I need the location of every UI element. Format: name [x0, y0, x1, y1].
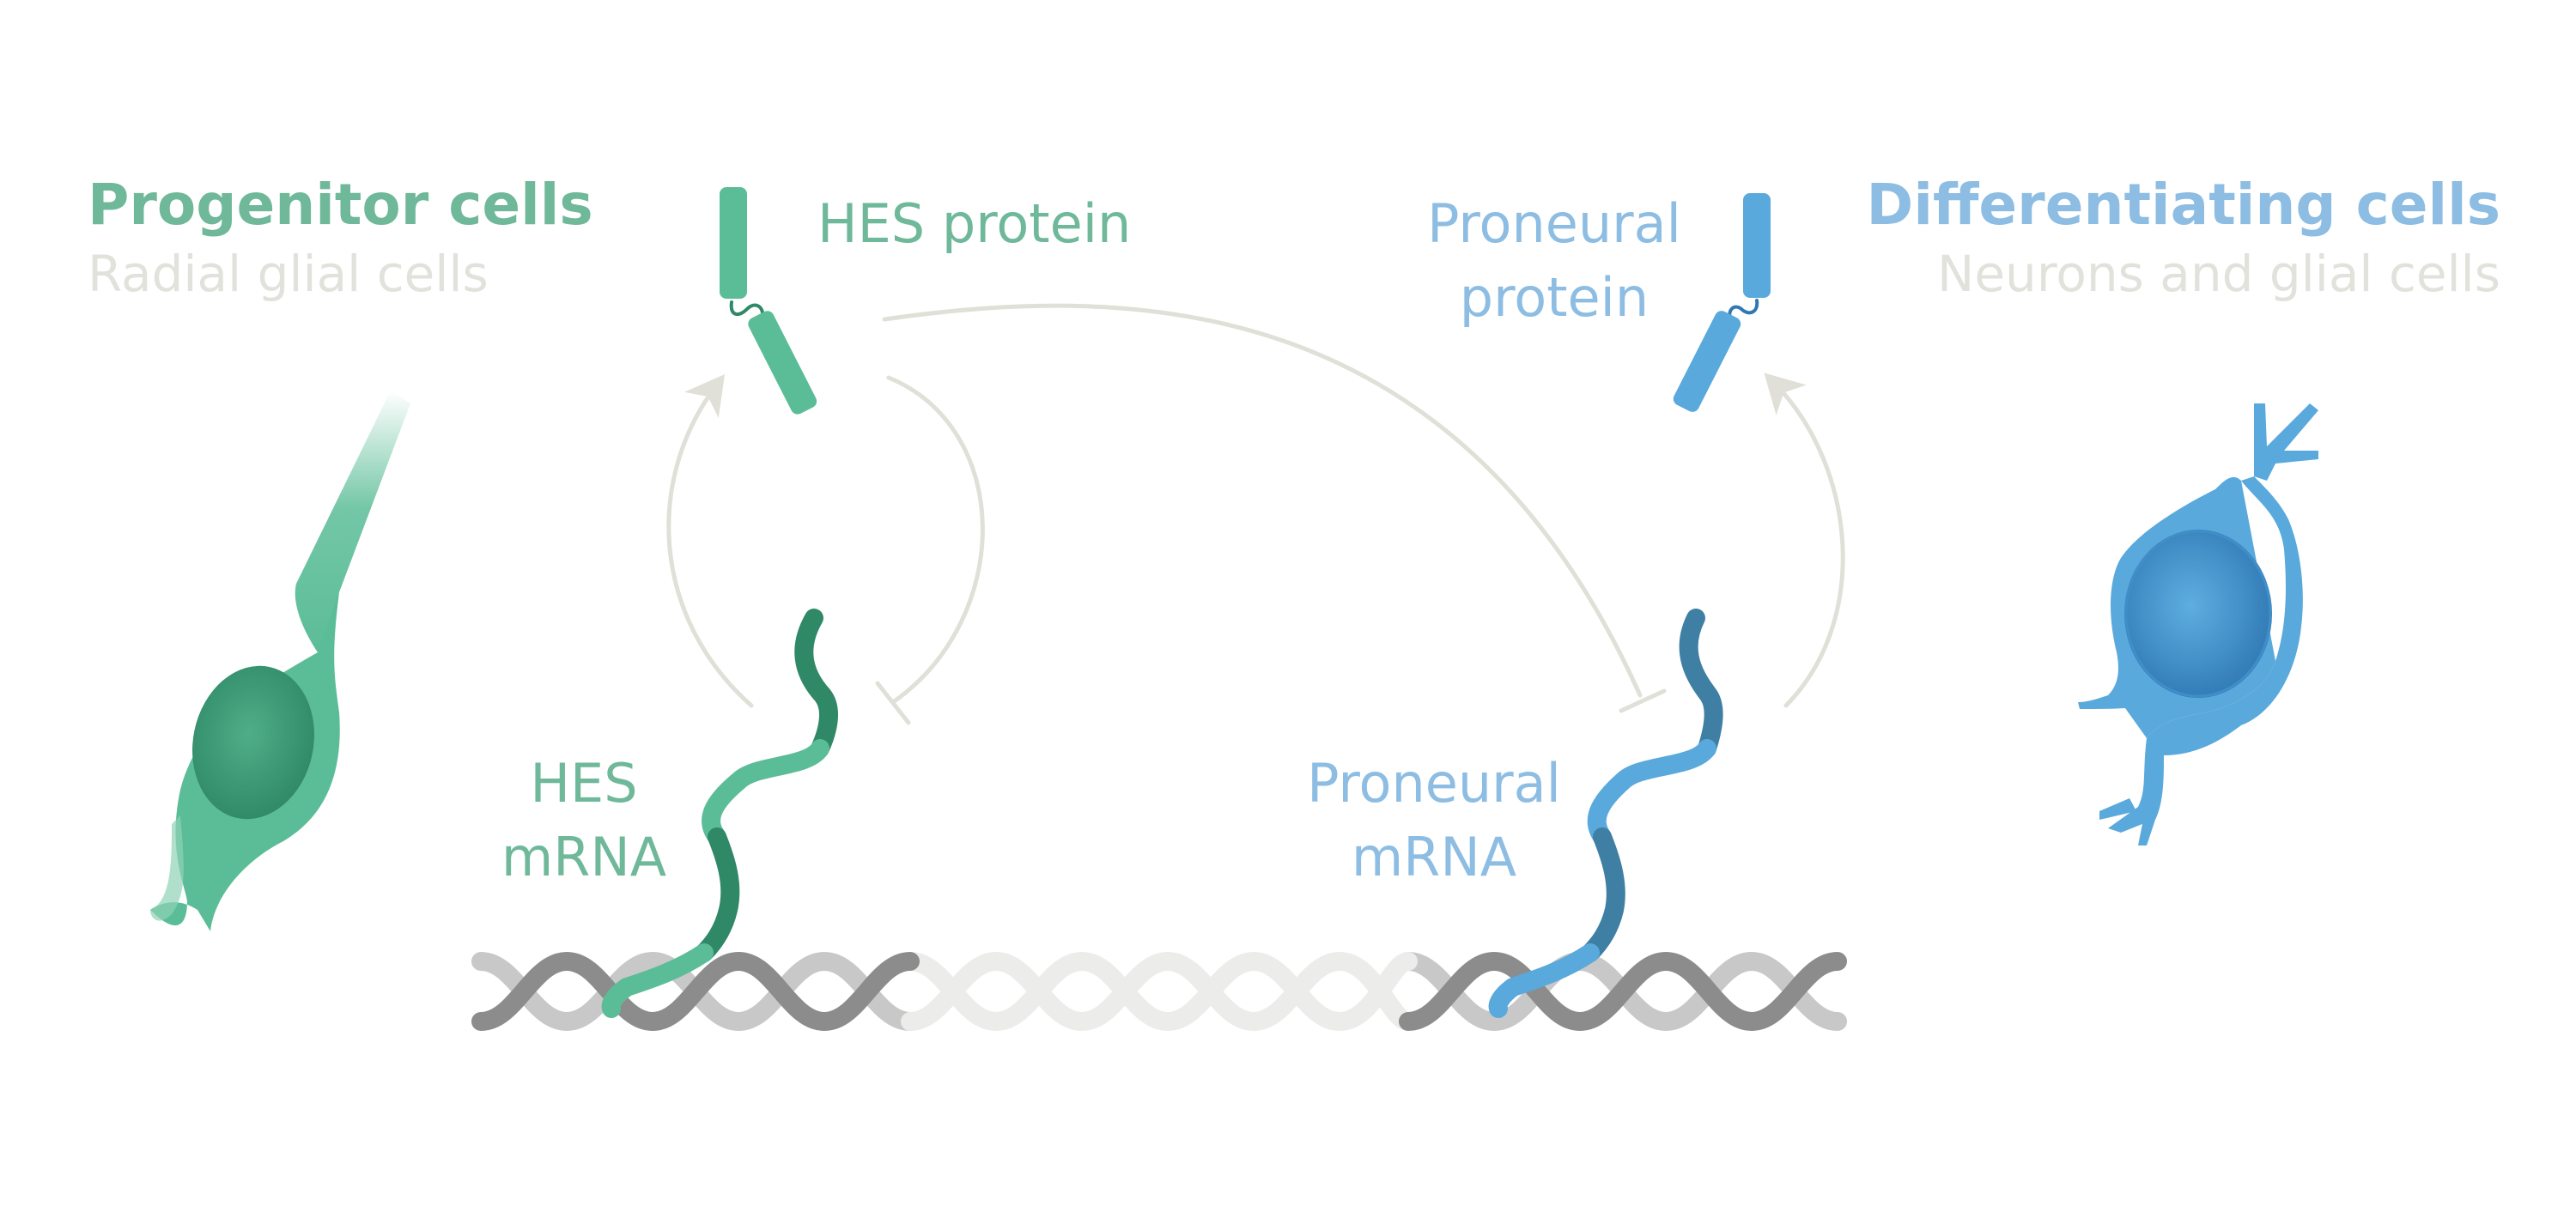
differentiating-title: Differentiating cells: [1866, 172, 2500, 238]
progenitor-title: Progenitor cells: [88, 172, 593, 238]
neuron-cell-icon: [2078, 403, 2318, 845]
proneural-mrna-label-line2: mRNA: [1351, 826, 1517, 888]
hes-mrna-label-line1: HES: [530, 752, 638, 815]
translation-arrow: [666, 374, 754, 708]
mrna-ribbon-icon: [1488, 609, 1723, 1018]
autorepression-arrow: [886, 375, 985, 705]
progenitor-subtitle: Radial glial cells: [88, 245, 489, 303]
radial-glial-cell-icon: [150, 391, 410, 931]
dna-double-helix-icon: [471, 951, 1847, 1032]
hes-mrna-label-line2: mRNA: [501, 826, 667, 888]
proneural-protein-label-line1: Proneural: [1427, 192, 1681, 255]
differentiating-subtitle: Neurons and glial cells: [1936, 245, 2500, 303]
proneural-mrna-label-line1: Proneural: [1307, 752, 1561, 815]
inhibition-bar: [875, 681, 911, 725]
proneural-protein-label-line2: protein: [1459, 266, 1649, 329]
regulatory-arrows: [666, 303, 1845, 725]
protein-helix-icon: [1673, 193, 1771, 412]
mrna-ribbon-icon: [601, 609, 838, 1018]
hes-protein-label: HES protein: [817, 192, 1132, 255]
translation-arrow: [1764, 373, 1845, 708]
repression-arrow: [882, 303, 1643, 698]
inhibition-bar: [1619, 688, 1667, 713]
protein-helix-icon: [720, 187, 817, 415]
